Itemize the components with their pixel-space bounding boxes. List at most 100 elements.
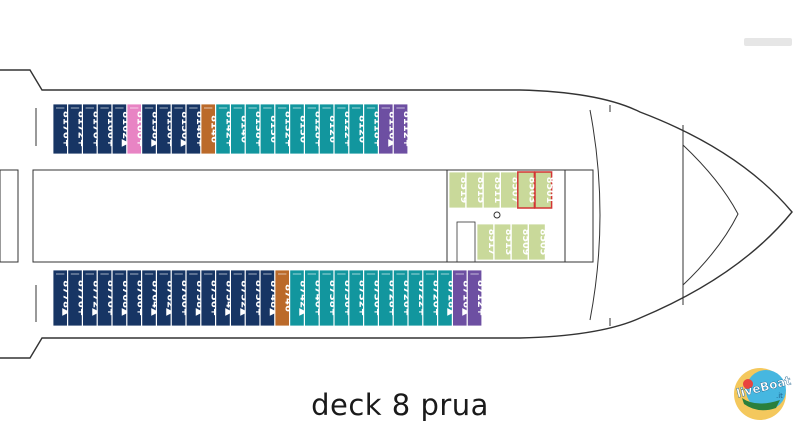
cabin-8136: 8136 — [259, 103, 279, 155]
cabin-8172: 8172+ — [67, 103, 87, 155]
cabin-8766: 8766+ — [126, 269, 146, 327]
cabin-8146: 8146 — [200, 103, 220, 155]
suite-block — [476, 223, 495, 261]
cabin-number: 8160+ — [135, 111, 146, 147]
cabin-block — [348, 269, 364, 327]
cabin-number: 8146 — [209, 115, 220, 143]
cabin-8732: 8732+ — [348, 269, 368, 327]
cabin-8120: 8120 — [348, 103, 368, 155]
cabin-number: 8128+ — [312, 111, 323, 147]
cabin-block — [259, 269, 276, 327]
cabin-number: 8720+ — [431, 280, 442, 316]
cabin-number: 8126 — [327, 115, 338, 143]
cabin-8760: 8760+ — [170, 269, 190, 327]
cabin-block — [215, 103, 231, 155]
stairwell — [0, 169, 19, 263]
cabin-number: 8170+ — [90, 111, 101, 147]
suite-8501: 8501 — [534, 171, 555, 209]
cabin-number: 8766+ — [135, 280, 146, 316]
cabin-8758: 8758▲ — [185, 269, 205, 327]
cabin-block — [170, 103, 187, 155]
suite-8511: 8511 — [482, 171, 503, 209]
cabin-8158: 8158▲ — [141, 103, 161, 155]
cabin-number: 8748▲ — [268, 280, 279, 316]
cabin-block — [422, 269, 438, 327]
cabin-number: 8166+ — [105, 111, 116, 147]
cabin-block — [170, 269, 187, 327]
cabin-block — [141, 103, 157, 155]
suite-block — [528, 223, 546, 261]
cabin-block — [304, 103, 320, 155]
suite-number: 8515 — [475, 177, 486, 203]
cabin-number: 8138+ — [253, 111, 264, 147]
cabin-8738: 8738+ — [318, 269, 338, 327]
cabin-8150: 8150▲ — [170, 103, 190, 155]
cabin-block — [289, 103, 305, 155]
cabin-8128: 8128+ — [304, 103, 323, 155]
cabin-8112: 8112+ — [392, 103, 412, 155]
lower-cabin-row: 8778▲8776+8772▲8770+8768▲8766+8764▲8762▲… — [52, 269, 486, 327]
hull-inner-line — [589, 109, 601, 321]
suite-number: 8507 — [509, 177, 520, 203]
suite-number: 8509 — [520, 229, 531, 255]
cabin-8140: 8140 — [230, 103, 249, 155]
cabin-8718: 8718▲ — [437, 269, 457, 327]
suite-block — [534, 171, 553, 209]
cabin-number: 8136 — [268, 115, 279, 143]
cabin-8736: 8736+ — [333, 269, 353, 327]
cabin-number: 8112+ — [401, 111, 412, 147]
cabin-8160: 8160+ — [126, 103, 146, 155]
suite-block — [510, 223, 529, 261]
cabin-number: 8130 — [298, 115, 309, 143]
cabin-8132: 8132+ — [274, 103, 294, 155]
cabin-number: 8742▲ — [298, 280, 309, 316]
cabin-block — [466, 269, 483, 327]
suite-block — [465, 171, 484, 209]
cabin-number: 8162▲ — [120, 111, 131, 147]
cabin-number: 8118+ — [372, 111, 383, 147]
cabin-8730: 8730+ — [363, 269, 383, 327]
cabin-block — [407, 269, 424, 327]
cabin-number: 8176+ — [61, 111, 72, 147]
suite-number: 8505 — [537, 229, 548, 255]
cabin-number: 8736+ — [342, 280, 353, 316]
cabin-8742: 8742▲ — [289, 269, 309, 327]
cabin-8138: 8138+ — [244, 103, 264, 155]
cabin-number: 8726+ — [401, 280, 412, 316]
cabin-number: 8762▲ — [164, 280, 175, 316]
cabin-block — [289, 269, 305, 327]
cabin-number: 8738+ — [327, 280, 338, 316]
liveboat-logo — [734, 368, 786, 420]
cabin-block — [244, 103, 261, 155]
cabin-block — [126, 103, 142, 155]
suite-8513: 8513 — [493, 223, 514, 261]
cabin-8716: 8716▲ — [452, 269, 471, 327]
cabin-number: 8764▲ — [150, 280, 161, 316]
cabin-8126: 8126 — [318, 103, 338, 155]
cabin-number: 8722+ — [416, 280, 427, 316]
cabin-block — [333, 103, 350, 155]
suite-8517: 8517 — [476, 223, 497, 261]
center-marker — [493, 211, 501, 219]
cabin-block — [259, 103, 276, 155]
suite-number: 8517 — [486, 229, 497, 255]
suite-8505: 8505 — [528, 223, 548, 261]
cabin-number: 8150▲ — [179, 111, 190, 147]
cabin-block — [304, 269, 320, 327]
cabin-block — [437, 269, 453, 327]
cabin-8130: 8130 — [289, 103, 309, 155]
cabin-8148: 8148+ — [185, 103, 205, 155]
cabin-8726: 8726+ — [392, 269, 412, 327]
deck-caption: deck 8 prua — [311, 388, 489, 422]
cabin-number: 8754▲ — [224, 280, 235, 316]
cabin-8776: 8776+ — [67, 269, 87, 327]
cabin-8746: 8746 — [274, 269, 294, 327]
cabin-8722: 8722+ — [407, 269, 427, 327]
suite-number: 8503 — [527, 177, 538, 203]
suite-number: 8511 — [492, 177, 503, 203]
cabin-number: 8740+ — [312, 280, 323, 316]
cabin-8142: 8142+ — [215, 103, 235, 155]
